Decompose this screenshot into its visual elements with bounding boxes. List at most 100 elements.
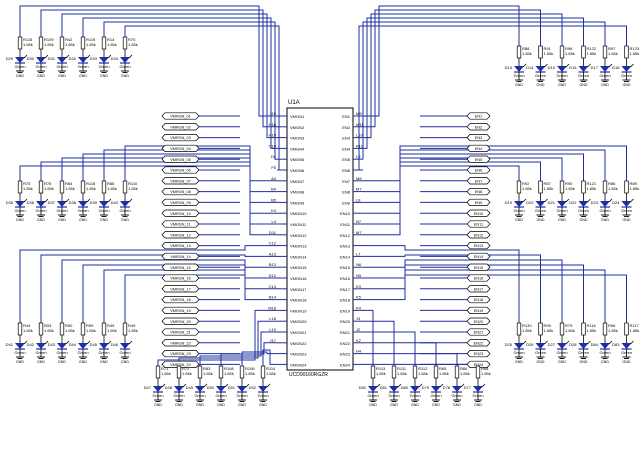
ic-right-ball: M7 [356,187,362,192]
led-emission-arrow [608,63,613,68]
resistor-body [38,180,44,194]
net-wire [362,21,606,160]
vmgn-net-label-text: VMRGN_15 [170,266,190,270]
led-ref: D20 [526,200,534,205]
resistor-body [516,322,522,336]
gnd-label: GND [515,83,523,87]
led-triangle [36,201,46,207]
resistor-value: 1.65k [376,371,386,376]
gnd-label: GND [390,403,398,407]
ic-left-pin-name: VMGN17 [290,287,307,292]
ic-left-ball: M18 [268,305,277,310]
gnd-label: GND [16,360,24,364]
led-emission-arrow [608,198,613,203]
vmgn-net-label [161,306,200,314]
en-net-label-text: EN2 [475,125,482,129]
ic-right-pin-name: EN2 [342,125,351,130]
led-ref: D43 [48,342,56,347]
gnd-label: GND [121,218,129,222]
en-net-label [466,285,491,293]
resistor-body [624,45,629,59]
led-ref: D33 [90,56,98,61]
en-net-label [466,274,491,282]
vmgn-net-label [161,296,200,304]
led-ref: D40 [111,200,119,205]
ic-left-pin-name: VMGN5 [290,157,305,162]
led-ref: D21 [548,200,556,205]
led-ref: D35 [6,200,14,205]
resistor-value: 1.65k [65,328,75,333]
en-net-label-text: EN14 [474,255,484,259]
led-emission-arrow [44,198,49,203]
resistor-ref: R119 [86,37,96,42]
led-ref: D83 [612,342,620,347]
led-ref: D16 [569,65,577,70]
resistor-ref: R50 [65,323,73,328]
ic-left-ball: F5 [271,165,276,170]
net-wire [40,254,277,323]
led-triangle [578,343,589,349]
resistor-body [624,322,629,336]
net-wire [363,165,520,182]
led-ref: D47 [144,385,152,390]
gnd-label: GND [37,360,45,364]
vmgn-net-label [161,134,200,142]
led-ref: D15 [548,65,556,70]
resistor-value: 1.65k [608,51,618,56]
led-emission-arrow [587,340,591,345]
resistor-ref: R130 [522,323,532,328]
resistor-value: 1.65k [460,371,470,376]
led-triangle [600,201,610,207]
resistor-value: 1.65k [565,51,575,56]
led-ref: D50 [207,385,215,390]
vmgn-net-label-text: VMRGN_06 [170,169,190,173]
resistor-ref: R122 [587,46,597,51]
resistor-value: 1.65k [630,51,640,56]
resistor-body [59,180,65,194]
led-triangle [78,343,88,349]
vmgn-net-label [161,123,200,131]
ic-right-pin-name: EN12 [340,233,351,238]
vmgn-net-label [161,317,200,325]
resistor-value: 1.65k [107,186,117,191]
ic-right-pin-name: EN9 [342,200,351,205]
led-triangle [621,343,632,349]
en-net-label-text: EN16 [474,277,484,281]
ic-left-ball: J17 [270,338,277,343]
gnd-label: GND [453,403,461,407]
vmgn-net-label [161,198,200,206]
resistor-ref: R14 [107,37,115,42]
resistor-value: 1.65k [587,328,597,333]
resistor-ref: R72 [182,366,190,371]
led-triangle [514,201,524,207]
net-wire [363,13,563,139]
gnd-label: GND [601,83,609,87]
vmgn-net-label [161,242,200,250]
vmgn-net-label [161,285,200,293]
en-net-label-text: EN15 [474,266,484,270]
en-net-label [466,144,491,152]
resistor-ref: R59 [86,323,94,328]
ic-right-ball: L7 [356,251,361,256]
resistor-value: 1.65k [128,186,138,191]
resistor-ref: R66 [460,366,468,371]
vmgn-net-label [161,328,200,336]
resistor-body [122,322,128,336]
en-net-label-text: EN6 [475,169,482,173]
resistor-body [101,180,107,194]
resistor-ref: R78 [44,181,52,186]
resistor-body [38,36,44,50]
led-emission-arrow [107,54,112,59]
en-net-label-text: EN3 [475,136,482,140]
vmgn-net-label-text: VMRGN_17 [170,287,190,291]
led-ref: D23 [591,200,599,205]
resistor-ref: R87 [544,181,552,186]
led-triangle [99,201,109,207]
vmgn-net-label [161,220,200,228]
led-ref: D81 [380,385,388,390]
